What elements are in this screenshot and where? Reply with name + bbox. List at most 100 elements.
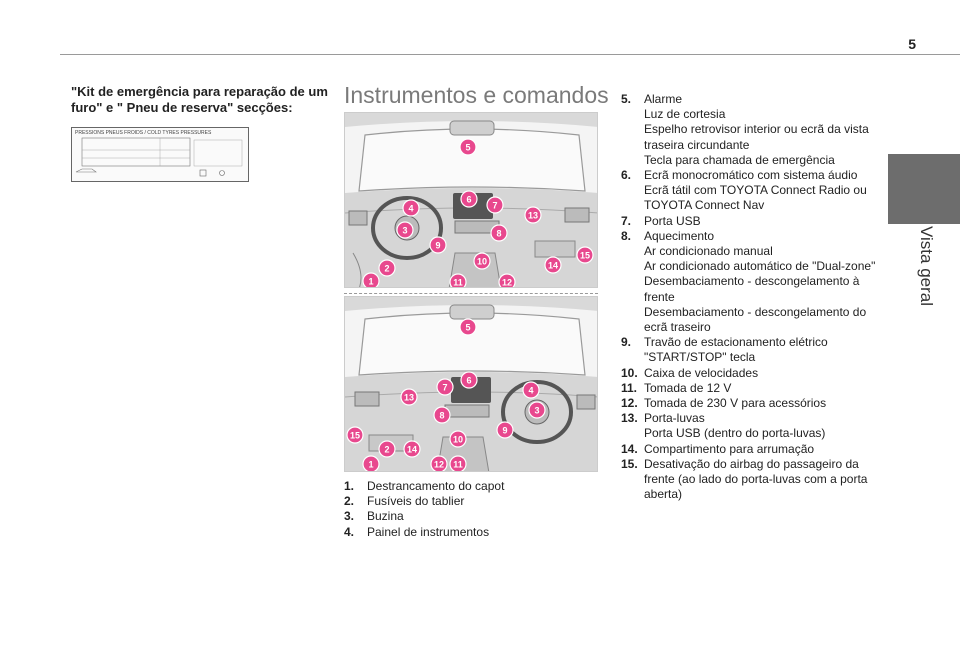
legend-item-number: 5. [621,92,632,106]
legend-item-text: Porta-luvas [644,411,705,426]
legend-item: 12. Tomada de 230 V para acessórios [621,396,876,411]
callout-6: 6 [460,371,478,389]
legend-item-number: 2. [344,494,355,509]
legend-item-number: 11. [621,380,638,395]
legend-item-text: Ecrã monocromático com sistema áudio [644,168,858,183]
callout-label: 8 [496,229,501,239]
legend-item-number: 7. [621,213,632,228]
legend-item-text: Desembaciamento - descongelamento do ecr… [644,304,867,335]
callout-4: 4 [402,199,420,217]
legend-item-number: 6. [621,168,632,183]
callout-label: 4 [408,204,413,214]
callout-label: 8 [439,411,444,421]
tyre-label-title: PRESSIONS PNEUS FROIDS / COLD TYRES PRES… [75,130,212,136]
legend-item-text: Travão de estacionamento elétrico [644,335,828,350]
callout-label: 6 [466,195,471,205]
legend-item-text: Alarme [644,92,683,106]
legend-item-text: Ecrã tátil com TOYOTA Connect Radio ou T… [644,183,867,213]
callout-8: 8 [433,406,451,424]
legend-item-text: Destrancamento do capot [367,479,505,493]
callout-label: 2 [384,445,389,455]
callout-1: 1 [362,272,380,287]
callout-13: 13 [400,388,418,406]
legend-item-text: Fusíveis do tablier [367,494,465,509]
legend-item: 15. Desativação do airbag do passageiro d… [621,457,876,503]
legend-item-text: Tomada de 12 V [644,380,732,395]
callout-8: 8 [490,224,508,242]
legend-item: 3.Buzina [344,509,594,524]
callout-4: 4 [522,381,540,399]
callout-label: 14 [407,445,417,455]
callout-label: 5 [465,143,470,153]
legend-list-left: 1. Destrancamento do capot 2. Fusíveis do t… [344,479,594,540]
callout-12: 12 [498,273,516,287]
legend-item-number: 4. [344,524,355,539]
legend-item-number: 14. [621,441,638,456]
callout-15: 15 [576,246,594,264]
callout-14: 14 [544,256,562,274]
callout-1: 1 [362,455,380,471]
callout-label: 7 [492,201,497,211]
callout-label: 3 [534,406,539,416]
callout-label: 13 [528,211,538,221]
legend-item-text: Aquecimento [644,228,715,243]
legend-item-text: Porta USB (dentro do porta-luvas) [644,426,826,441]
page-number: 5 [908,36,916,52]
callout-9: 9 [496,421,514,439]
legend-item: 2. Fusíveis do tablier [344,494,594,509]
legend-item-text: Ar condicionado automático de "Dual-zone… [644,259,876,274]
callout-label: 15 [350,431,360,441]
legend-item-text: Porta USB [644,213,701,228]
image-separator [344,293,598,294]
legend-item-number: 13. [621,411,638,426]
callout-label: 13 [404,393,414,403]
callout-9: 9 [429,236,447,254]
legend-item-text: Buzina [367,509,404,524]
callout-label: 12 [434,460,444,470]
callout-label: 7 [442,383,447,393]
callout-label: 6 [466,376,471,386]
callout-label: 5 [465,323,470,333]
callout-13: 13 [524,206,542,224]
callout-10: 10 [473,252,491,270]
callout-label: 9 [502,426,507,436]
legend-item-text: Luz de cortesia [644,107,726,122]
callout-label: 11 [453,278,463,288]
legend-item-number: 15. [621,456,638,471]
legend-item-text: Desativação do airbag do passageiro da f… [644,456,868,502]
legend-item-number: 1. [344,479,355,493]
callout-5: 5 [459,318,477,336]
legend-item-number: 10. [621,365,638,380]
legend-item-text: Painel de instrumentos [367,524,490,539]
callout-label: 10 [453,435,463,445]
header-rule [60,54,960,55]
callout-label: 1 [368,460,373,470]
legend-item-number: 9. [621,335,632,350]
callout-label: 9 [435,241,440,251]
tyre-label-drawing [75,137,243,177]
legend-item-text: Caixa de velocidades [644,365,759,380]
callout-7: 7 [486,196,504,214]
legend-item-text: Tomada de 230 V para acessórios [644,396,827,411]
legend-item: 4. Painel de instrumentos [344,525,594,540]
callout-label: 4 [528,386,533,396]
callout-label: 15 [580,251,590,261]
intro-text: "Kit de emergência para reparação de um … [71,84,328,115]
legend-item-number: 12. [621,396,638,411]
callout-10: 10 [449,430,467,448]
legend-item: 1. Destrancamento do capot [344,479,594,494]
side-tab [888,154,960,224]
legend-item-text: Ar condicionado manual [644,244,773,259]
legend-item-number: 8. [621,228,632,243]
callout-3: 3 [528,401,546,419]
side-tab-label: Vista geral [917,226,936,307]
callout-2: 2 [378,440,396,458]
legend-item: 14.Compartimento para arrumação [621,442,876,457]
legend-item-text: Tecla para chamada de emergência [644,152,835,167]
